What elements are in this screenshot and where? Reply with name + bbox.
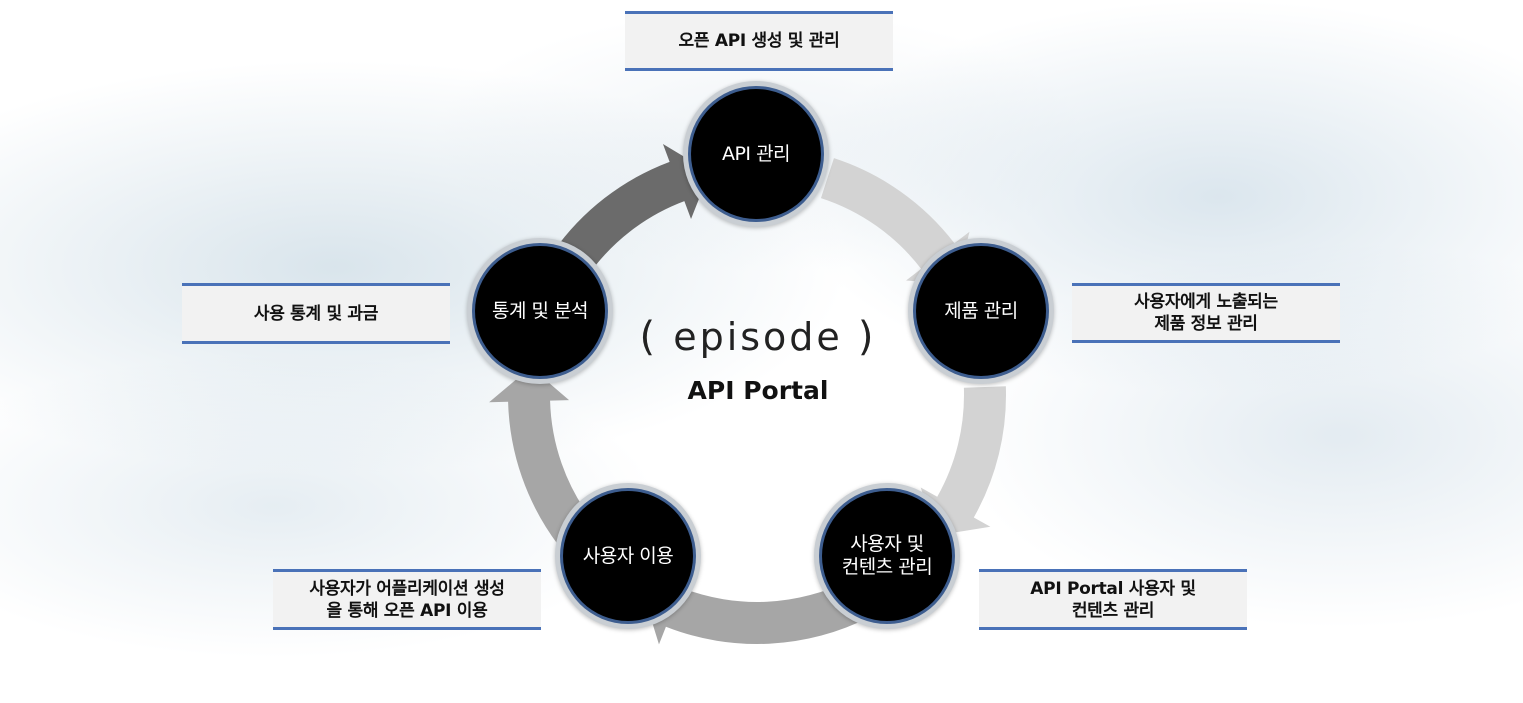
node-product-management-label: 제품 관리 bbox=[944, 299, 1018, 322]
portal-subtitle: API Portal bbox=[687, 376, 829, 405]
episode-logo: ( episode ) bbox=[636, 312, 880, 362]
node-api-management-label: API 관리 bbox=[721, 142, 791, 165]
arrow-users-to-usage bbox=[643, 569, 871, 645]
center-logo: ( episode ) API Portal bbox=[636, 312, 880, 405]
note-stats-billing: 사용 통계 및 과금 bbox=[182, 283, 450, 344]
note-portal-users: API Portal 사용자 및 컨텐츠 관리 bbox=[979, 569, 1247, 630]
note-product-info: 사용자에게 노출되는 제품 정보 관리 bbox=[1072, 283, 1340, 343]
note-app-usage-text: 사용자가 어플리케이션 생성 을 통해 오픈 API 이용 bbox=[309, 578, 505, 621]
note-product-info-text: 사용자에게 노출되는 제품 정보 관리 bbox=[1134, 292, 1278, 334]
note-open-api-text: 오픈 API 생성 및 관리 bbox=[678, 31, 840, 51]
node-product-management: 제품 관리 bbox=[908, 238, 1054, 384]
arrow-api-to-product bbox=[820, 158, 970, 285]
logo-word: episode bbox=[673, 315, 843, 359]
node-user-content-management-label: 사용자 및 컨텐츠 관리 bbox=[841, 533, 933, 578]
arrow-statistics-to-api bbox=[553, 144, 710, 277]
note-stats-billing-text: 사용 통계 및 과금 bbox=[253, 303, 379, 324]
node-user-usage-label: 사용자 이용 bbox=[582, 544, 674, 567]
node-user-usage: 사용자 이용 bbox=[555, 483, 701, 629]
node-api-management: API 관리 bbox=[683, 81, 829, 227]
node-statistics-analysis-label: 통계 및 분석 bbox=[492, 299, 588, 322]
logo-bracket-right: ) bbox=[857, 314, 877, 360]
note-app-usage: 사용자가 어플리케이션 생성 을 통해 오픈 API 이용 bbox=[273, 569, 541, 630]
note-portal-users-text: API Portal 사용자 및 컨텐츠 관리 bbox=[1030, 578, 1196, 621]
node-user-content-management: 사용자 및 컨텐츠 관리 bbox=[814, 483, 960, 629]
arrow-usage-to-statistics bbox=[489, 367, 592, 545]
logo-bracket-left: ( bbox=[639, 314, 659, 360]
arrow-product-to-users bbox=[920, 386, 1007, 536]
note-open-api: 오픈 API 생성 및 관리 bbox=[625, 11, 893, 71]
node-statistics-analysis: 통계 및 분석 bbox=[467, 238, 613, 384]
